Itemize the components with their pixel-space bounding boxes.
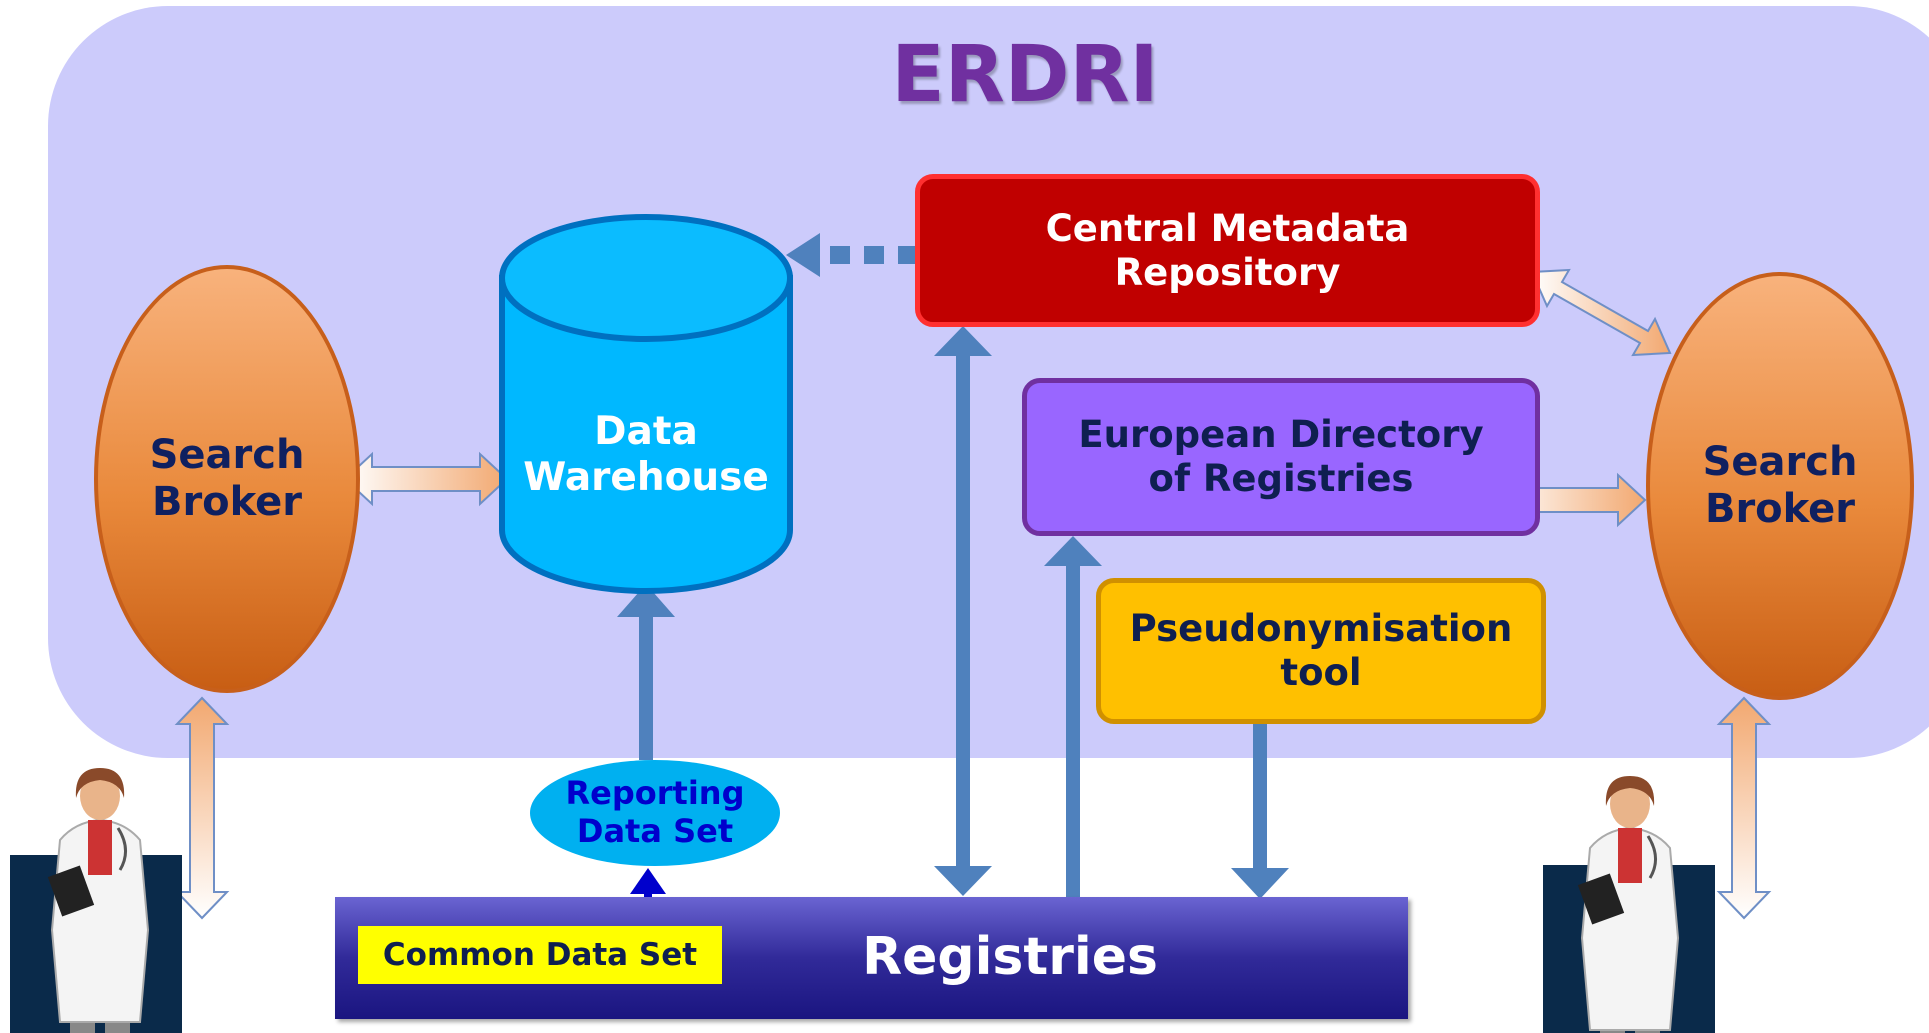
search-broker-right <box>1646 272 1914 700</box>
reporting-data-set-ellipse <box>530 760 780 866</box>
double-arrow-left-user-broker <box>174 696 230 920</box>
reporting-data-set-label: Reporting Data Set <box>565 774 745 850</box>
dashed-arrow-cmr-to-warehouse <box>786 233 918 277</box>
european-directory-of-registries: European Directory of Registries <box>1022 378 1540 536</box>
arrow-registries-to-edr <box>1044 536 1102 897</box>
double-arrow-cmr-right-broker <box>1530 268 1672 357</box>
pseudonymisation-tool: Pseudonymisation tool <box>1096 578 1546 724</box>
common-data-set: Common Data Set <box>358 926 722 984</box>
arrow-reporting-to-warehouse <box>617 584 675 760</box>
data-warehouse-label: Data Warehouse <box>523 408 769 500</box>
arrow-registries-cmr <box>934 326 992 896</box>
erdri-container <box>48 6 1929 758</box>
search-broker-left-label: Search Broker <box>149 431 305 525</box>
search-broker-left <box>94 265 360 693</box>
diagram-title: ERDRI <box>891 30 1159 120</box>
central-metadata-repository: Central Metadata Repository <box>915 174 1540 327</box>
search-broker-right-label: Search Broker <box>1702 438 1858 532</box>
arrow-pseudonymisation-to-registries <box>1231 724 1289 899</box>
double-arrow-right-user-broker <box>1716 696 1772 920</box>
registries-label: Registries <box>862 927 1158 988</box>
